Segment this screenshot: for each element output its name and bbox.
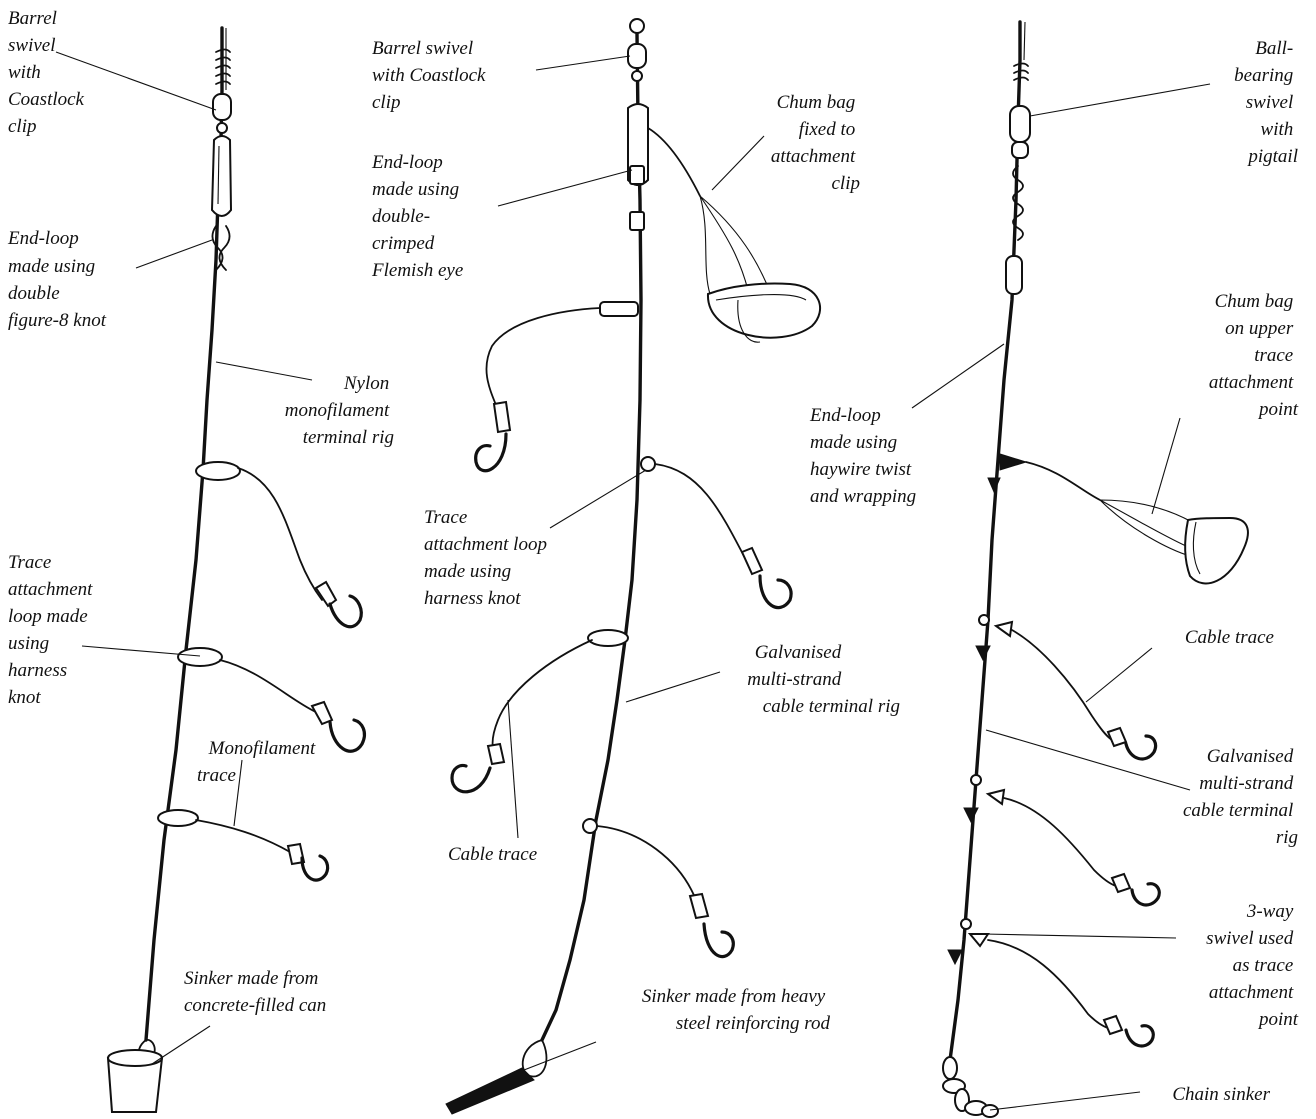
leader-rig1-sinker <box>152 1026 210 1064</box>
label-rig3-swivel: Ball- bearing swivel with pigtail <box>1234 38 1298 167</box>
label-rig1-trace-loop: Trace attachment loop made using harness… <box>8 552 97 708</box>
cable-trace-2 <box>641 457 791 608</box>
leader-rig1-end-loop <box>136 240 212 268</box>
monofilament-trace-1 <box>196 462 361 627</box>
barrel-swivel-icon <box>213 94 231 133</box>
label-rig1-trace: Monofilament trace <box>197 738 320 786</box>
label-rig1-end-loop: End-loop made using double figure-8 knot <box>7 228 107 331</box>
top-ring-icon <box>630 19 644 33</box>
leader-rig2-end-loop <box>498 170 632 206</box>
label-rig1-sinker: Sinker made from concrete-filled can <box>184 968 326 1016</box>
rig-3-cable-three-way: Ball- bearing swivel with pigtail Chum b… <box>809 22 1299 1117</box>
leader-rig2-sinker <box>524 1042 596 1070</box>
cable-trace-2 <box>964 775 1159 905</box>
barrel-swivel-icon <box>628 44 646 81</box>
concrete-can-sinker-icon <box>108 1040 162 1112</box>
leader-rig2-swivel <box>536 56 630 70</box>
rig-1-nylon-monofilament: Barrel swivel with Coastlock clip End-lo… <box>7 8 394 1112</box>
label-rig2-trace-loop: Trace attachment loop made using harness… <box>424 507 552 609</box>
label-rig3-line: Galvanised multi-strand cable terminal r… <box>1183 746 1298 848</box>
label-rig2-sinker: Sinker made from heavy steel reinforcing… <box>642 986 831 1034</box>
coastlock-clip-icon <box>212 136 231 216</box>
label-rig3-chum-bag: Chum bag on upper trace attachment point <box>1209 291 1299 420</box>
label-rig2-end-loop: End-loop made using double- crimped Flem… <box>371 152 464 281</box>
label-rig3-three-way: 3-way swivel used as trace attachment po… <box>1206 901 1299 1030</box>
leader-rig3-line <box>986 730 1190 790</box>
label-rig1-swivel: Barrel swivel with Coastlock clip <box>8 8 89 137</box>
cable-trace-3 <box>452 630 628 792</box>
leader-rig3-chum-bag <box>1152 418 1180 514</box>
label-rig2-trace: Cable trace <box>448 844 537 865</box>
label-rig2-chum-bag: Chum bag fixed to attachment clip <box>771 92 860 194</box>
cable-trace-1 <box>976 615 1156 759</box>
monofilament-trace-3 <box>158 810 328 880</box>
cable-trace-4 <box>583 819 733 957</box>
label-rig3-end-loop: End-loop made using haywire twist and wr… <box>809 405 916 507</box>
leader-rig3-three-way <box>984 934 1176 938</box>
label-rig2-line: Galvanised multi-strand cable terminal r… <box>747 642 900 717</box>
rig-2-galvanised-cable: Barrel swivel with Coastlock clip End-lo… <box>371 19 900 1114</box>
ball-bearing-swivel-icon <box>1010 106 1030 158</box>
leader-rig2-line <box>626 672 720 702</box>
chum-bag-icon <box>988 454 1248 583</box>
steel-rod-sinker-icon <box>446 1040 546 1114</box>
leader-rig2-chum-bag <box>712 136 764 190</box>
leader-rig1-line <box>216 362 312 380</box>
label-rig1-line: Nylon monofilament terminal rig <box>285 373 394 448</box>
leader-rig3-swivel <box>1030 84 1210 116</box>
leader-rig3-end-loop <box>912 344 1004 408</box>
cable-trace-1 <box>476 302 638 471</box>
leader-rig3-sinker <box>990 1092 1140 1110</box>
leader-rig2-trace-loop <box>550 470 646 528</box>
label-rig3-sinker: Chain sinker <box>1172 1084 1270 1105</box>
monofilament-trace-2 <box>178 648 364 751</box>
chain-sinker-icon <box>943 1057 998 1117</box>
cable-trace-3 <box>948 919 1153 1046</box>
crimp-sleeves-icon <box>630 166 644 230</box>
label-rig3-trace: Cable trace <box>1185 627 1274 648</box>
leader-rig3-trace <box>1086 648 1152 702</box>
leader-rig2-trace <box>508 700 518 838</box>
label-rig2-swivel: Barrel swivel with Coastlock clip <box>372 38 490 113</box>
